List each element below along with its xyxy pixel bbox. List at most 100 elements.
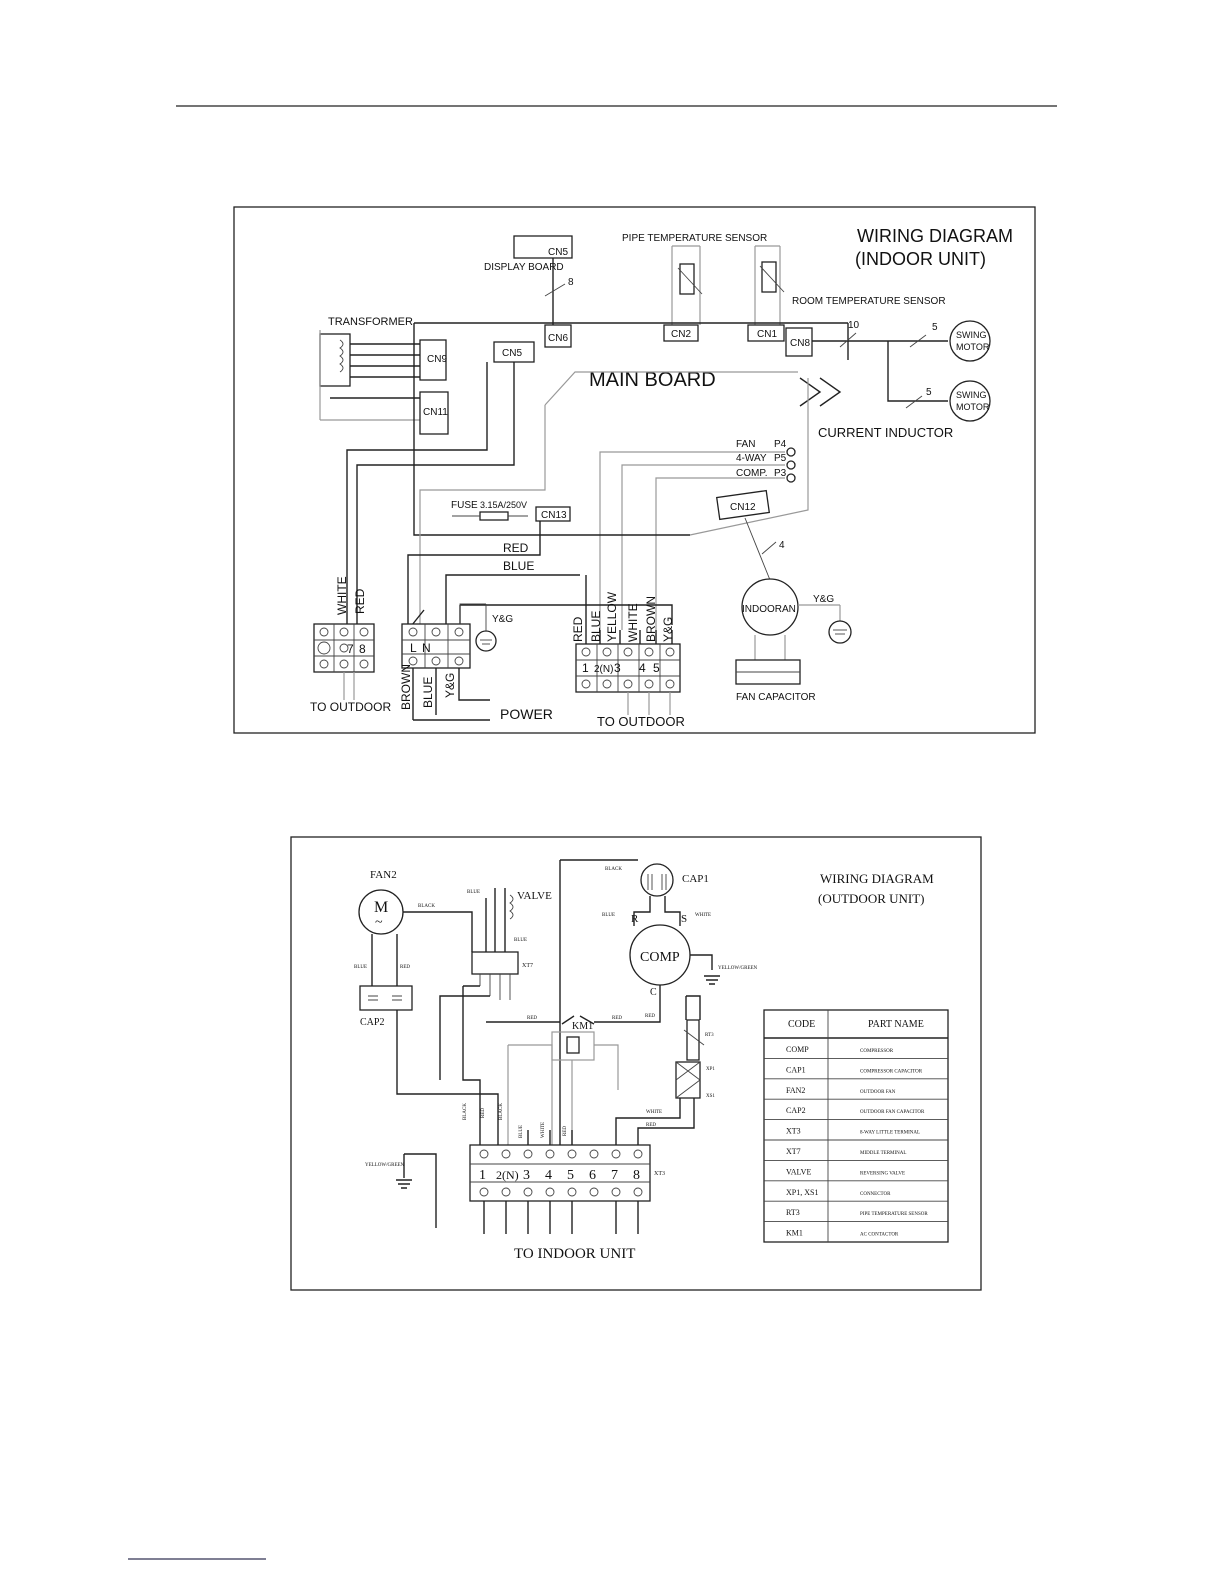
svg-text:YELLOW/GREEN: YELLOW/GREEN (365, 1163, 405, 1168)
svg-text:Y&G: Y&G (813, 594, 834, 605)
svg-text:WHITE: WHITE (626, 603, 640, 642)
svg-text:TO OUTDOOR: TO OUTDOOR (310, 700, 391, 714)
svg-text:4: 4 (545, 1168, 552, 1183)
svg-text:3.15A/250V: 3.15A/250V (480, 500, 527, 510)
table-cell-code: RT3 (786, 1208, 800, 1217)
svg-text:8: 8 (633, 1168, 640, 1183)
svg-text:XT3: XT3 (654, 1171, 665, 1177)
svg-text:COMP.: COMP. (736, 468, 768, 479)
indoor-subtitle: (INDOOR UNIT) (855, 249, 986, 269)
svg-text:TO OUTDOOR: TO OUTDOOR (597, 714, 685, 729)
svg-text:CN2: CN2 (671, 329, 691, 340)
svg-text:FAN CAPACITOR: FAN CAPACITOR (736, 692, 816, 703)
svg-text:WHITE: WHITE (695, 913, 711, 918)
display-board-label: DISPLAY BOARD (484, 262, 564, 273)
svg-text:KM1: KM1 (572, 1021, 593, 1032)
table-cell-part: MIDDLE TERMINAL (860, 1151, 906, 1156)
svg-text:FAN2: FAN2 (370, 869, 397, 881)
terminal-block-78 (313, 623, 375, 673)
svg-text:MOTOR: MOTOR (956, 402, 990, 412)
svg-text:RED: RED (612, 1016, 622, 1021)
svg-text:N: N (422, 641, 431, 655)
svg-text:CN6: CN6 (548, 333, 568, 344)
table-cell-code: VALVE (786, 1167, 811, 1176)
svg-text:FAN: FAN (736, 439, 755, 450)
svg-text:BLACK: BLACK (418, 904, 435, 909)
svg-text:3: 3 (614, 661, 621, 675)
indoor-fan-motor (741, 578, 799, 636)
table-cell-part: OUTDOOR FAN CAPACITOR (860, 1110, 925, 1115)
svg-text:CN11: CN11 (423, 407, 448, 418)
svg-text:7: 7 (347, 642, 354, 656)
svg-text:L: L (410, 641, 417, 655)
svg-text:BLUE: BLUE (514, 938, 527, 943)
table-cell-code: COMP (786, 1045, 809, 1054)
svg-text:CAP1: CAP1 (682, 873, 709, 885)
svg-text:BLUE: BLUE (421, 677, 435, 708)
outdoor-title: WIRING DIAGRAM (820, 871, 934, 886)
cap2-capacitor (359, 985, 413, 1011)
svg-text:4: 4 (639, 661, 646, 675)
svg-text:MOTOR: MOTOR (956, 342, 990, 352)
svg-text:CAP2: CAP2 (360, 1017, 384, 1028)
svg-text:7: 7 (611, 1168, 618, 1183)
table-cell-part: OUTDOOR FAN (860, 1090, 896, 1095)
svg-text:S: S (681, 913, 687, 925)
svg-text:8: 8 (359, 642, 366, 656)
table-cell-code: XT3 (786, 1127, 801, 1136)
svg-text:4: 4 (779, 540, 785, 551)
svg-text:RED: RED (563, 1126, 568, 1136)
xt7-terminal (471, 951, 519, 975)
svg-text:M: M (374, 899, 388, 916)
transformer-label: TRANSFORMER (328, 316, 413, 328)
table-cell-code: XT7 (786, 1147, 801, 1156)
svg-text:BLACK: BLACK (463, 1103, 468, 1120)
svg-text:XP1: XP1 (706, 1067, 715, 1072)
indoor-title: WIRING DIAGRAM (857, 226, 1013, 246)
table-cell-part: PIPE TEMPERATURE SENSOR (860, 1212, 928, 1217)
svg-text:R: R (631, 913, 639, 925)
current-inductor (799, 377, 842, 407)
table-cell-part: CONNECTOR (860, 1192, 891, 1197)
table-cell-part: REVERSING VALVE (860, 1171, 905, 1176)
svg-text:XT7: XT7 (522, 963, 533, 969)
svg-text:BLUE: BLUE (467, 890, 480, 895)
svg-text:WHITE: WHITE (335, 576, 349, 615)
pipe-sensor-label: PIPE TEMPERATURE SENSOR (622, 233, 767, 244)
svg-text:3: 3 (523, 1168, 530, 1183)
relay-p3 (786, 473, 796, 483)
cn11-connector (419, 391, 449, 435)
table-cell-part: 8-WAY LITTLE TERMINAL (860, 1131, 920, 1136)
svg-text:CURRENT INDUCTOR: CURRENT INDUCTOR (818, 425, 953, 440)
indoor-diagram: WIRING DIAGRAM (INDOOR UNIT) CN5 DISPLAY… (233, 206, 1036, 734)
room-sensor (761, 261, 777, 293)
svg-text:BLACK: BLACK (499, 1103, 504, 1120)
comp-ground (704, 975, 720, 985)
svg-text:BLUE: BLUE (503, 559, 534, 573)
svg-text:FUSE: FUSE (451, 500, 478, 511)
indoor-frame (233, 206, 1036, 734)
svg-text:5: 5 (926, 387, 932, 398)
svg-text:TO INDOOR UNIT: TO INDOOR UNIT (514, 1246, 635, 1262)
svg-text:SWING: SWING (956, 330, 987, 340)
svg-text:10: 10 (848, 320, 860, 331)
svg-text:VALVE: VALVE (517, 890, 552, 902)
table-header-code: CODE (788, 1019, 815, 1030)
transformer (319, 333, 351, 387)
table-cell-code: XP1, XS1 (786, 1188, 818, 1197)
svg-text:2(N): 2(N) (594, 664, 613, 675)
svg-text:1: 1 (582, 661, 589, 675)
svg-text:BLACK: BLACK (605, 867, 622, 872)
svg-text:CN8: CN8 (790, 338, 810, 349)
outdoor-ground (396, 1179, 412, 1189)
svg-text:CN1: CN1 (757, 329, 777, 340)
svg-text:BROWN: BROWN (644, 596, 658, 642)
svg-text:P5: P5 (774, 453, 787, 464)
cn5-top-label: CN5 (548, 247, 568, 258)
svg-text:RED: RED (353, 588, 367, 614)
svg-text:RED: RED (571, 616, 585, 642)
swing-motor-2 (949, 380, 991, 422)
table-cell-part: AC CONTACTOR (860, 1233, 899, 1238)
